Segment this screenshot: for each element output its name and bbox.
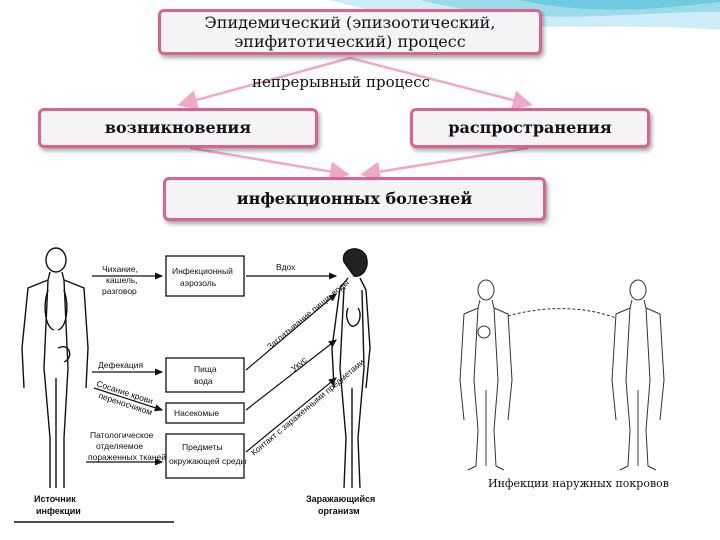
arrow-bite xyxy=(245,339,337,411)
arrow-swallow xyxy=(245,293,337,371)
arrow-to-origin xyxy=(177,56,351,110)
epidemic-process-box: Эпидемический (эпизоотический, эпифитоти… xyxy=(158,9,542,55)
mid-box-food-2: вода xyxy=(194,376,213,386)
target-caption-1: Заражающийся xyxy=(306,494,375,504)
mid-box-food-1: Пища xyxy=(194,364,217,374)
mid-box-aerosol-2: аэрозоль xyxy=(180,278,217,288)
arrow-origin-to-diseases xyxy=(189,146,350,182)
box-objects xyxy=(165,433,245,479)
route-contact: Контакт с зараженными предметами xyxy=(249,357,367,458)
spread-box: распространения xyxy=(410,108,650,148)
skin-infections-caption: Инфекции наружных покровов xyxy=(488,477,669,490)
transfer-path xyxy=(507,308,617,319)
source-label-sneeze-1: Чихание, xyxy=(102,264,138,274)
box-food-water xyxy=(165,357,245,393)
mid-box-aerosol-1: Инфекционный xyxy=(172,266,233,276)
box-aerosol xyxy=(165,255,245,297)
box-insects xyxy=(165,402,245,424)
source-caption-1: Источник xyxy=(34,494,76,504)
infectious-diseases-box: инфекционных болезней xyxy=(163,177,546,221)
mid-box-insects: Насекомые xyxy=(174,408,219,418)
arrow-spread-to-diseases xyxy=(360,146,529,182)
left-person-figure xyxy=(459,279,513,471)
source-label-pathology-2: отделяемое xyxy=(96,441,143,451)
route-swallow: Заглатывание пищи, воды xyxy=(265,277,351,351)
skin-infection-figure xyxy=(459,279,665,471)
source-label-defecation: Дефекация xyxy=(98,360,143,370)
route-bite: Укус xyxy=(289,354,309,373)
target-caption-2: организм xyxy=(318,506,360,516)
arrow-blood xyxy=(93,387,164,412)
source-caption-2: инфекции xyxy=(36,506,81,516)
mid-box-objects-2: окружающей среды xyxy=(169,456,247,466)
source-label-sneeze-3: разговор xyxy=(102,286,137,296)
source-person-figure xyxy=(21,247,89,488)
right-person-figure xyxy=(611,279,665,471)
mid-box-objects-1: Предметы xyxy=(182,442,223,452)
flow-arrows xyxy=(177,56,533,182)
arrow-to-spread xyxy=(349,56,533,110)
epidemic-process-line2: эпифитотический) процесс xyxy=(234,32,466,51)
epidemic-process-line1: Эпидемический (эпизоотический, xyxy=(204,13,496,32)
source-label-pathology-1: Патологическое xyxy=(90,430,154,440)
source-label-pathology-3: пораженных тканей xyxy=(88,452,166,462)
arrow-contact xyxy=(245,377,337,453)
origin-box: возникновения xyxy=(38,108,318,148)
target-person-figure xyxy=(331,248,371,489)
continuous-process-label: непрерывный процесс xyxy=(252,73,430,91)
route-inhale: Вдох xyxy=(276,262,296,272)
source-label-sneeze-2: кашель, xyxy=(106,275,138,285)
transmission-diagram: Чихание, кашель, разговор Дефекация Соса… xyxy=(14,247,375,523)
